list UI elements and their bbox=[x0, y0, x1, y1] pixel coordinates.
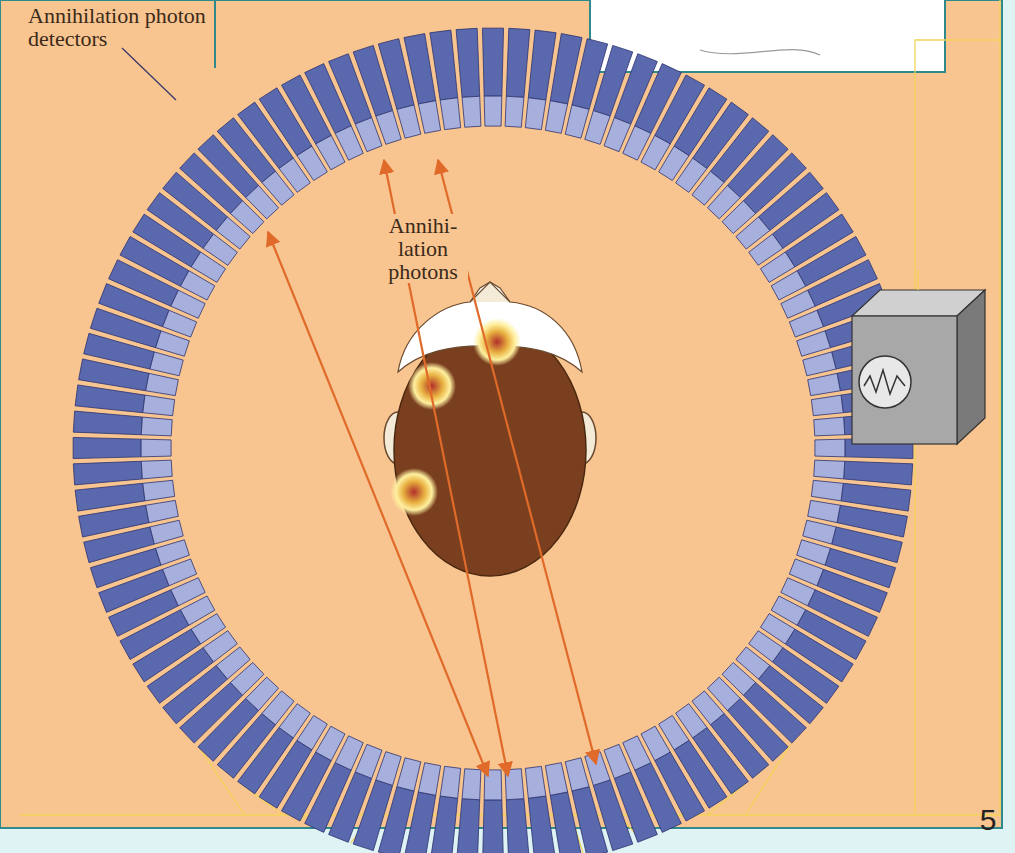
photon-arrows bbox=[268, 160, 596, 776]
squiggle bbox=[700, 50, 820, 55]
part-label: Annihilation photon detectors bbox=[28, 4, 228, 50]
orange-panel bbox=[0, 0, 1002, 828]
recorder-box bbox=[852, 270, 985, 444]
head bbox=[384, 282, 596, 576]
page-number: 5 bbox=[968, 804, 1008, 836]
frame-line bbox=[214, 0, 216, 68]
annihilation-spots bbox=[390, 318, 521, 516]
part-label: Annihi- lation photons bbox=[378, 214, 468, 283]
detector-ring bbox=[73, 28, 913, 853]
leader-line bbox=[122, 48, 176, 100]
wires bbox=[20, 0, 1000, 853]
